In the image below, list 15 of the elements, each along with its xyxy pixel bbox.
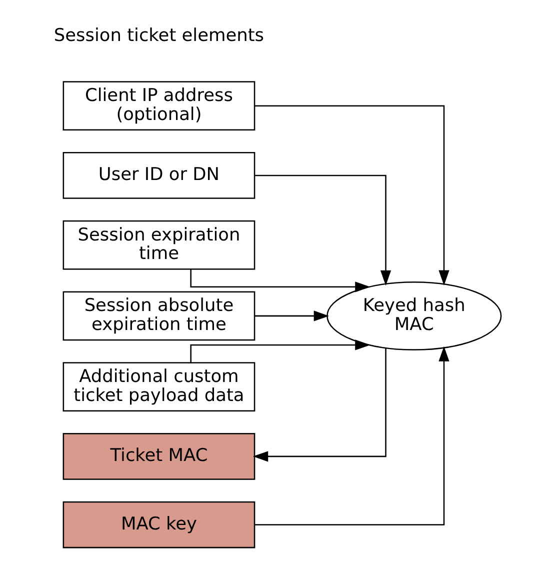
arrow (254, 105, 450, 286)
node-box: Session expiration time (62, 220, 256, 270)
node-box: Additional custom ticket payload data (62, 362, 256, 412)
node-box: Session absolute expiration time (62, 291, 256, 341)
node-box: Client IP address (optional) (62, 81, 256, 131)
node-box: User ID or DN (62, 152, 256, 199)
arrow (254, 346, 450, 526)
node-box: Ticket MAC (62, 433, 256, 480)
arrow (252, 348, 386, 462)
arrow (254, 174, 392, 286)
arrow (254, 310, 330, 322)
arrow (190, 340, 370, 362)
arrow (190, 269, 370, 292)
label: Session ticket elements (54, 26, 264, 46)
node-box: MAC key (62, 501, 256, 548)
